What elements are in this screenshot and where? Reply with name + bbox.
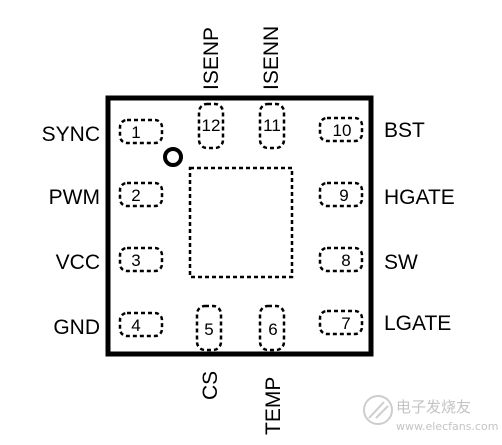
pad-2 bbox=[118, 181, 164, 208]
exposed-pad bbox=[188, 166, 294, 279]
pin-name-hgate: HGATE bbox=[384, 186, 455, 209]
pin-name-sw: SW bbox=[384, 251, 418, 274]
pin-name-temp: TEMP bbox=[262, 377, 285, 435]
pad-9 bbox=[318, 181, 364, 208]
pad-4 bbox=[118, 311, 164, 338]
pin-number-12: 12 bbox=[202, 116, 221, 135]
pin-number-4: 4 bbox=[131, 316, 140, 335]
pad-6 bbox=[258, 304, 286, 352]
pad-5 bbox=[195, 304, 223, 352]
pad-10 bbox=[318, 116, 364, 143]
pin-number-10: 10 bbox=[333, 121, 352, 140]
watermark-logo-icon bbox=[363, 395, 393, 425]
pin-number-9: 9 bbox=[339, 186, 348, 205]
pad-11 bbox=[258, 102, 286, 150]
pad-8 bbox=[318, 246, 364, 273]
pin1-marker-icon bbox=[163, 147, 183, 167]
pin-name-cs: CS bbox=[199, 371, 222, 400]
pin-name-isenp: ISENP bbox=[200, 27, 223, 90]
pin-number-3: 3 bbox=[131, 251, 140, 270]
pin-name-bst: BST bbox=[384, 119, 425, 142]
pin-number-5: 5 bbox=[204, 320, 213, 339]
pad-1 bbox=[118, 118, 164, 145]
watermark-url: www.elecfans.com bbox=[396, 420, 498, 433]
pin-number-2: 2 bbox=[131, 186, 140, 205]
pin-number-7: 7 bbox=[341, 314, 350, 333]
pin-name-isenn: ISENN bbox=[260, 26, 283, 90]
package-outline bbox=[105, 95, 374, 357]
pin-name-lgate: LGATE bbox=[384, 312, 451, 335]
pad-7 bbox=[318, 309, 364, 336]
pin-name-pwm: PWM bbox=[49, 186, 100, 209]
pin-number-8: 8 bbox=[341, 251, 350, 270]
pin-name-vcc: VCC bbox=[56, 251, 100, 274]
pin-number-6: 6 bbox=[268, 320, 277, 339]
pin-number-1: 1 bbox=[131, 123, 140, 142]
pad-12 bbox=[197, 102, 225, 150]
watermark-title: 电子发烧友 bbox=[396, 398, 471, 416]
pin-name-sync: SYNC bbox=[42, 123, 100, 146]
pad-3 bbox=[118, 246, 164, 273]
pin-number-11: 11 bbox=[263, 116, 281, 135]
watermark: 电子发烧友 www.elecfans.com bbox=[363, 395, 498, 433]
pin-name-gnd: GND bbox=[53, 316, 100, 339]
